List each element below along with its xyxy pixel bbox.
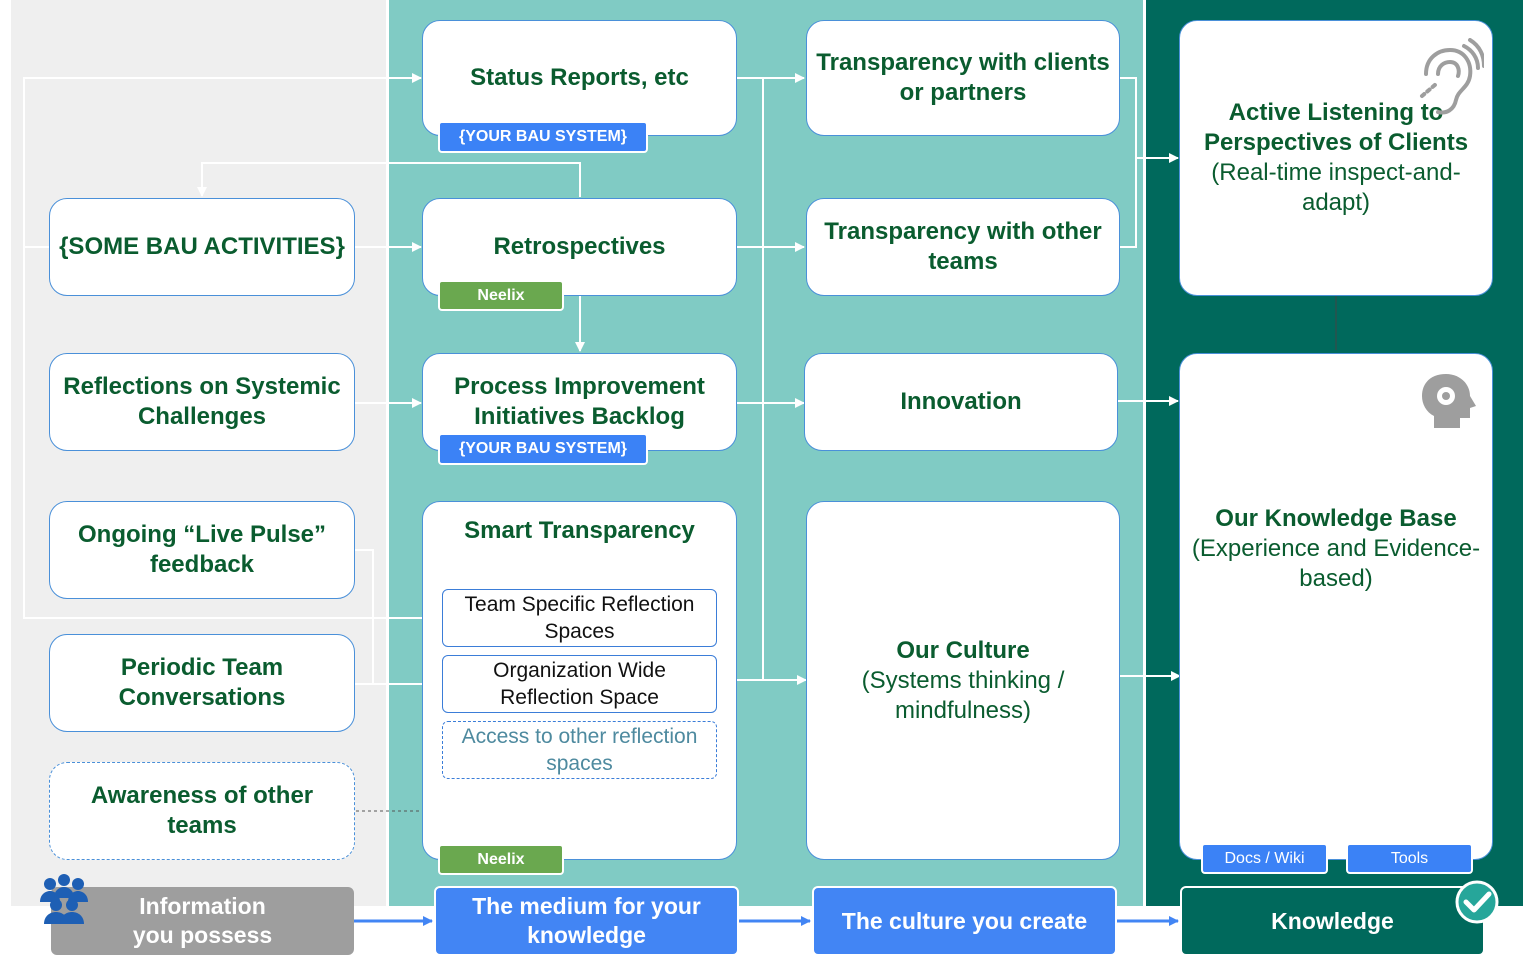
active-listening-title: Active Listening to Perspectives of Clie… <box>1203 99 1469 156</box>
information-column <box>11 0 388 906</box>
retrospectives-box: Retrospectives <box>422 198 737 296</box>
our-culture-subtitle: (Systems thinking / mindfulness) <box>861 666 1065 724</box>
reflections-box: Reflections on Systemic Challenges <box>49 353 355 451</box>
checkmark-icon <box>1455 880 1499 924</box>
neelix-tag: Neelix <box>438 844 564 875</box>
neelix-tag: Neelix <box>438 280 564 311</box>
stage-medium: The medium for your knowledge <box>434 886 739 956</box>
our-culture-box: Our Culture (Systems thinking / mindfuln… <box>806 501 1120 860</box>
live-pulse-box: Ongoing “Live Pulse” feedback <box>49 501 355 599</box>
team-reflection-spaces[interactable]: Team Specific Reflection Spaces <box>442 589 717 647</box>
other-reflection-spaces[interactable]: Access to other reflection spaces <box>442 721 717 779</box>
some-bau-activities-box: {SOME BAU ACTIVITIES} <box>49 198 355 296</box>
team-icon <box>40 874 88 924</box>
knowledge-base-subtitle: (Experience and Evidence-based) <box>1191 535 1481 592</box>
tools-tag: Tools <box>1346 843 1473 874</box>
knowledge-base-title: Our Knowledge Base <box>1215 505 1457 532</box>
transparency-teams-box: Transparency with other teams <box>806 198 1120 296</box>
column-divider <box>386 0 389 906</box>
periodic-conversations-box: Periodic Team Conversations <box>49 634 355 732</box>
awareness-box: Awareness of other teams <box>49 762 355 860</box>
org-reflection-space[interactable]: Organization Wide Reflection Space <box>442 655 717 713</box>
innovation-box: Innovation <box>804 353 1118 451</box>
stage-culture: The culture you create <box>812 886 1117 956</box>
transparency-clients-box: Transparency with clients or partners <box>806 20 1120 136</box>
docs-wiki-tag: Docs / Wiki <box>1201 843 1328 874</box>
bau-system-tag: {YOUR BAU SYSTEM} <box>438 121 648 153</box>
bau-system-tag: {YOUR BAU SYSTEM} <box>438 433 648 465</box>
status-reports-box: Status Reports, etc <box>422 20 737 136</box>
active-listening-subtitle: (Real-time inspect-and-adapt) <box>1211 159 1461 216</box>
stage-information: Information you possess <box>51 887 354 955</box>
head-gear-icon <box>1422 374 1476 428</box>
ear-listening-icon <box>1420 38 1484 115</box>
column-divider <box>1143 0 1146 906</box>
our-culture-title: Our Culture <box>896 636 1030 664</box>
stage-knowledge: Knowledge <box>1180 886 1485 956</box>
knowledge-base-box: Our Knowledge Base (Experience and Evide… <box>1179 353 1493 860</box>
